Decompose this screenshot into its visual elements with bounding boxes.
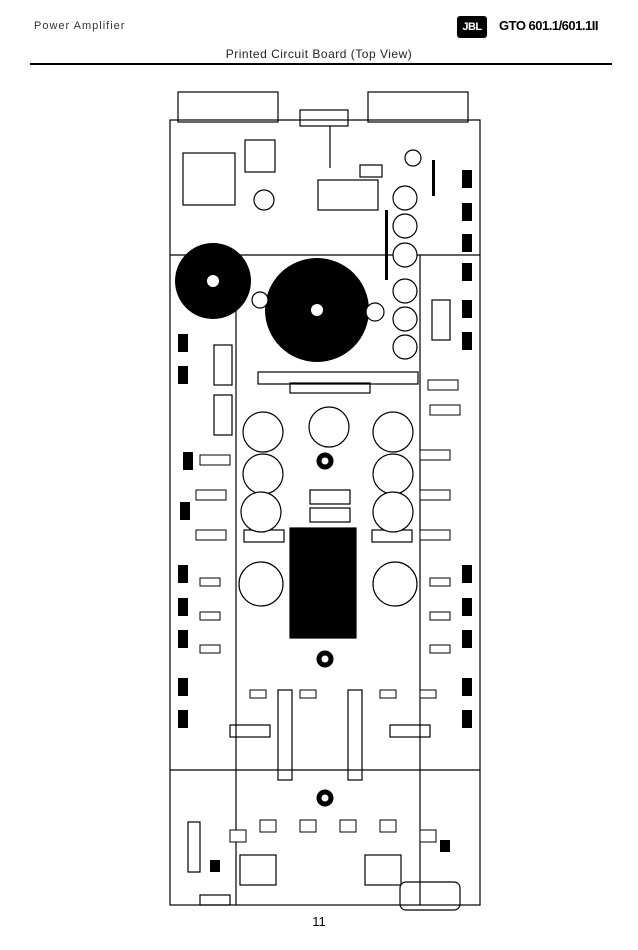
heatsink-bar	[257, 371, 419, 385]
document-category: Power Amplifier	[34, 20, 126, 32]
model-title: GTO 601.1/601.1II	[499, 18, 598, 33]
page-subtitle: Printed Circuit Board (Top View)	[225, 47, 413, 61]
jbl-logo: JBL	[457, 16, 487, 38]
page-number: 11	[312, 914, 326, 929]
rca-right	[364, 854, 402, 886]
input-connector	[399, 881, 461, 911]
power-connector	[177, 91, 279, 123]
header-divider	[30, 63, 612, 65]
rca-left	[239, 854, 277, 886]
board-outline	[169, 119, 481, 906]
speaker-connector	[367, 91, 469, 123]
power-device	[289, 527, 357, 639]
